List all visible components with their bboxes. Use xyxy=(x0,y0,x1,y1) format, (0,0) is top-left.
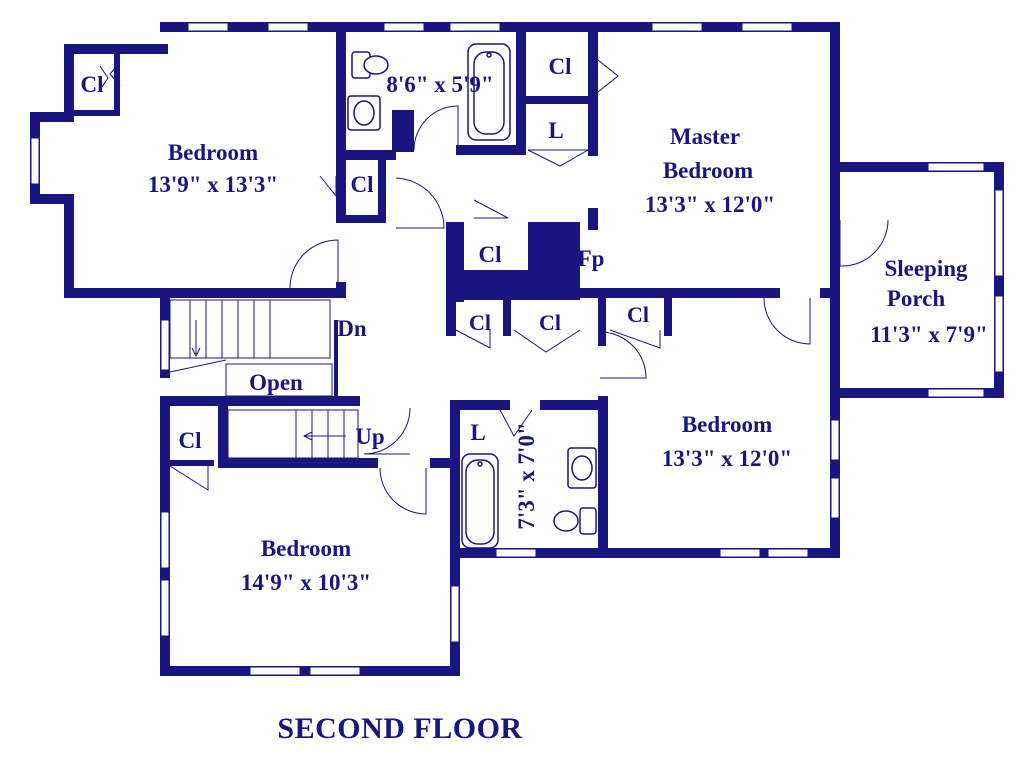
bedroom-sw-size: 14'9" x 10'3" xyxy=(241,570,371,595)
master-name-line1: Master xyxy=(670,124,740,149)
master-name-line2: Bedroom xyxy=(663,158,753,183)
bedroom-nw-name: Bedroom xyxy=(168,140,258,165)
bedroom-nw-size: 13'9" x 13'3" xyxy=(148,172,278,197)
closet-label-row1: Cl xyxy=(469,310,491,335)
porch-size: 11'3" x 7'9" xyxy=(870,322,988,347)
bedroom-e-name: Bedroom xyxy=(682,412,772,437)
closet-label-master-top: Cl xyxy=(549,54,572,79)
floor-title: SECOND FLOOR xyxy=(277,712,522,745)
closet-label-row2: Cl xyxy=(539,310,561,335)
bath-top-size: 8'6" x 5'9" xyxy=(386,72,493,97)
closet-label-row3: Cl xyxy=(627,302,649,327)
fixtures xyxy=(347,43,597,549)
closet-label-center: Cl xyxy=(479,242,502,267)
linen-label-mid: L xyxy=(470,420,485,445)
stairs-down-label: Dn xyxy=(337,316,367,341)
bedroom-e-size: 13'3" x 12'0" xyxy=(662,446,792,471)
room-labels: Cl Bedroom 13'9" x 13'3" Cl 8'6" x 5'9" … xyxy=(81,54,988,745)
bedroom-sw-name: Bedroom xyxy=(261,536,351,561)
stairs-up-label: Up xyxy=(355,424,384,449)
master-size: 13'3" x 12'0" xyxy=(645,192,775,217)
porch-name-line1: Sleeping xyxy=(884,256,968,281)
closet-label-nw: Cl xyxy=(81,72,104,97)
door-swings xyxy=(99,59,889,515)
closet-label-hall: Cl xyxy=(351,172,374,197)
windows xyxy=(30,22,1004,676)
linen-label-top: L xyxy=(548,118,563,143)
walls xyxy=(30,22,1004,676)
stairs xyxy=(169,299,359,459)
porch-name-line2: Porch xyxy=(887,286,946,311)
open-label: Open xyxy=(249,370,303,395)
closet-label-sw: Cl xyxy=(179,428,202,453)
bath-mid-size: 7'3" x 7'0" xyxy=(514,422,539,529)
fireplace-label: Fp xyxy=(578,246,605,271)
